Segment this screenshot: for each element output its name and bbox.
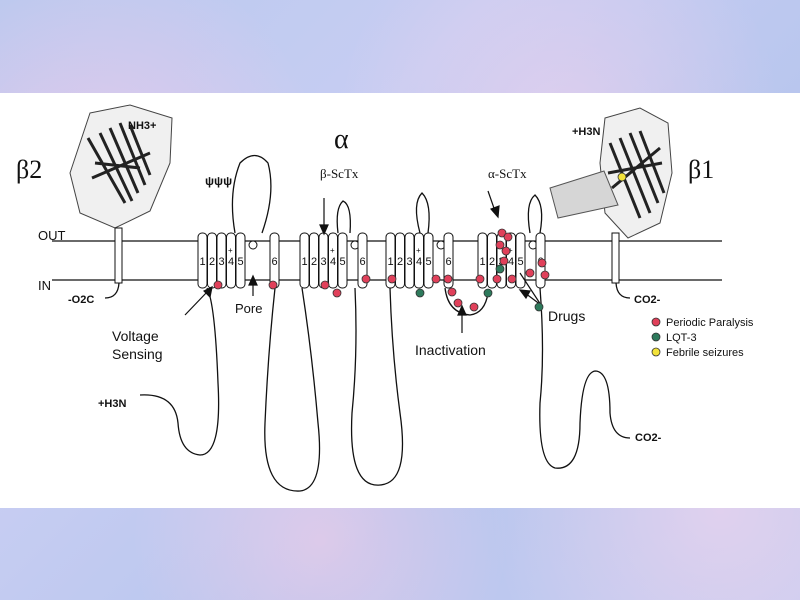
beta1-label: β1 (688, 155, 714, 184)
s4-charge-marks: + (416, 246, 421, 255)
sodium-channel-diagram: OUT IN α β2 β1 NH3+ -O2C +H3N CO2- (16, 104, 754, 492)
voltage-sensing-label-line1: Voltage (112, 328, 159, 344)
periodic-paralysis-mutation-marker (447, 287, 457, 297)
o2c-b2-label: -O2C (68, 294, 94, 306)
segment-s5-domain-4 (515, 232, 526, 289)
pore-loop-bead (248, 240, 258, 250)
segment-number: 6 (446, 256, 452, 268)
s4-charge-marks: + (330, 246, 335, 255)
nh3-b2-label: NH3+ (128, 120, 156, 132)
in-label: IN (38, 278, 51, 293)
alpha-label: α (334, 124, 349, 155)
periodic-paralysis-mutation-marker (537, 258, 547, 268)
segment-number: 1 (388, 256, 394, 268)
periodic-paralysis-mutation-marker (497, 228, 507, 238)
segment-number: 1 (480, 256, 486, 268)
periodic-paralysis-mutation-marker (501, 246, 511, 256)
s4-charge-marks: + (228, 246, 233, 255)
h3n-alpha-label: +H3N (98, 398, 126, 410)
segment-s5-domain-2 (337, 232, 348, 289)
lqt3-mutation-marker (534, 302, 544, 312)
periodic-paralysis-mutation-marker (213, 280, 223, 290)
periodic-paralysis-mutation-marker (492, 274, 502, 284)
periodic-paralysis-mutation-marker (387, 274, 397, 284)
segment-number: 5 (340, 256, 346, 268)
glycosylation-marks: ψψψ (205, 174, 232, 188)
periodic-paralysis-mutation-marker (540, 270, 550, 280)
segment-number: 5 (518, 256, 524, 268)
beta2-subunit: NH3+ -O2C (68, 104, 173, 306)
alpha-sctx-label: α-ScTx (488, 166, 527, 181)
segment-number: 5 (426, 256, 432, 268)
segment-number: 4 (508, 256, 514, 268)
beta1-subunit: +H3N CO2- (549, 107, 673, 306)
beta2-label: β2 (16, 155, 42, 184)
annotation-arrows (184, 190, 542, 333)
legend: Periodic Paralysis LQT-3 Febrile seizure… (651, 317, 754, 359)
periodic-paralysis-mutation-marker (453, 298, 463, 308)
lqt3-mutation-marker (483, 288, 493, 298)
co2-alpha-label: CO2- (635, 432, 662, 444)
beta-sctx-label: β-ScTx (320, 166, 359, 181)
periodic-paralysis-mutation-marker (475, 274, 485, 284)
segment-number: 1 (302, 256, 308, 268)
periodic-paralysis-mutation-marker (431, 274, 441, 284)
segment-number: 4 (416, 256, 422, 268)
segment-s5-domain-1 (235, 232, 246, 289)
segment-number: 2 (311, 256, 317, 268)
segment-number: 5 (238, 256, 244, 268)
out-label: OUT (38, 228, 66, 243)
segment-number: 2 (489, 256, 495, 268)
febrile-seizure-marker (617, 172, 627, 182)
mutation-markers (213, 228, 550, 312)
pore-label: Pore (235, 301, 262, 316)
co2-b1-label: CO2- (634, 294, 661, 306)
periodic-paralysis-mutation-marker (507, 274, 517, 284)
periodic-paralysis-mutation-marker (361, 274, 371, 284)
segment-s6-domain-2 (357, 232, 368, 289)
voltage-sensing-label-line2: Sensing (112, 346, 163, 362)
segment-number: 3 (219, 256, 225, 268)
segment-number: 4 (330, 256, 336, 268)
lqt3-mutation-marker (495, 264, 505, 274)
legend-marker-febrile-seizures (651, 347, 661, 357)
segment-number: 3 (321, 256, 327, 268)
segment-number: 2 (209, 256, 215, 268)
periodic-paralysis-mutation-marker (499, 256, 509, 266)
lqt3-mutation-marker (415, 288, 425, 298)
legend-label-febrile-seizures: Febrile seizures (666, 347, 744, 359)
segment-number: 1 (200, 256, 206, 268)
periodic-paralysis-mutation-marker (469, 302, 479, 312)
periodic-paralysis-mutation-marker (503, 232, 513, 242)
periodic-paralysis-mutation-marker (525, 268, 535, 278)
segment-number: 3 (407, 256, 413, 268)
legend-marker-periodic-paralysis (651, 317, 661, 327)
segment-number: 6 (360, 256, 366, 268)
periodic-paralysis-mutation-marker (320, 280, 330, 290)
legend-label-lqt3: LQT-3 (666, 332, 697, 344)
segment-number: 6 (272, 256, 278, 268)
segment-number: 4 (228, 256, 234, 268)
drugs-label: Drugs (548, 308, 585, 324)
legend-label-periodic-paralysis: Periodic Paralysis (666, 317, 754, 329)
inactivation-label: Inactivation (415, 342, 486, 358)
periodic-paralysis-mutation-marker (495, 240, 505, 250)
legend-marker-lqt3 (651, 332, 661, 342)
periodic-paralysis-mutation-marker (332, 288, 342, 298)
h3n-b1-label: +H3N (572, 126, 600, 138)
periodic-paralysis-mutation-marker (268, 280, 278, 290)
segment-number: 2 (397, 256, 403, 268)
segment-s5-domain-3 (423, 232, 434, 289)
s4-charge-marks: + (508, 246, 513, 255)
diagram-panel: OUT IN α β2 β1 NH3+ -O2C +H3N CO2- (0, 93, 800, 508)
segment-s6-domain-3 (443, 232, 454, 289)
periodic-paralysis-mutation-marker (443, 274, 453, 284)
